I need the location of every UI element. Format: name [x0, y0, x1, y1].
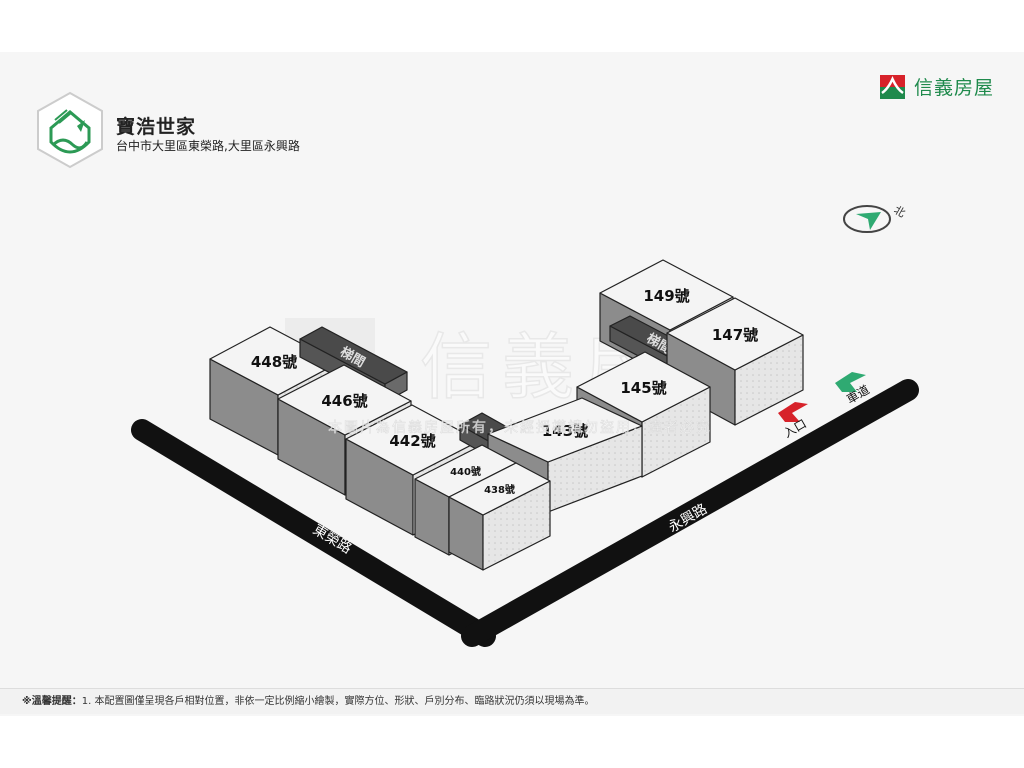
brand-logo: 信義房屋 — [880, 73, 994, 100]
unit-label: 440號 — [450, 465, 481, 478]
unit-label: 149號 — [643, 287, 689, 305]
brand-mark-icon — [880, 74, 905, 99]
top-face — [299, 326, 408, 385]
unit-label: 147號 — [712, 326, 758, 344]
top-face — [448, 462, 551, 516]
project-address: 台中市大里區東榮路,大里區永興路 — [116, 139, 300, 153]
unit-438: 438號 — [448, 462, 551, 571]
top-face — [277, 364, 412, 436]
footer-text: 1. 本配置圖僅呈現各戶相對位置，非依一定比例縮小繪製，實際方位、形狀、戶別分布… — [81, 696, 595, 707]
project-logo — [37, 91, 103, 169]
unit-label: 145號 — [620, 379, 666, 397]
unit-label: 446號 — [321, 392, 367, 410]
top-face — [576, 351, 711, 423]
unit-label: 448號 — [251, 353, 297, 371]
footer-prefix: ※溫馨提醒： — [22, 696, 82, 707]
unit-147: 147號 — [666, 297, 804, 426]
watermark-notice: 本圖片為信義房屋所有，未經授權請勿盜用，違者必究 — [328, 419, 712, 436]
top-face — [209, 326, 339, 396]
compass: 北 — [843, 203, 908, 233]
entrance-arrow-icon — [778, 402, 808, 422]
compass-label: 北 — [892, 203, 908, 220]
top-face — [345, 404, 480, 476]
top-face — [666, 297, 804, 371]
unit-label: 143號 — [542, 422, 588, 440]
top-face — [599, 259, 734, 331]
unit-label: 438號 — [484, 483, 515, 496]
entrance-marker: 入口 — [778, 402, 809, 441]
driveway-arrow-icon — [835, 372, 866, 392]
unit-label: 442號 — [389, 432, 435, 450]
project-name: 寶浩世家 — [116, 116, 197, 138]
top-face — [487, 397, 643, 463]
brand-name: 信義房屋 — [914, 77, 995, 99]
north-arrow-icon — [856, 212, 881, 230]
footer-notice: ※溫馨提醒：1. 本配置圖僅呈現各戶相對位置，非依一定比例縮小繪製，實際方位、形… — [0, 688, 1024, 714]
